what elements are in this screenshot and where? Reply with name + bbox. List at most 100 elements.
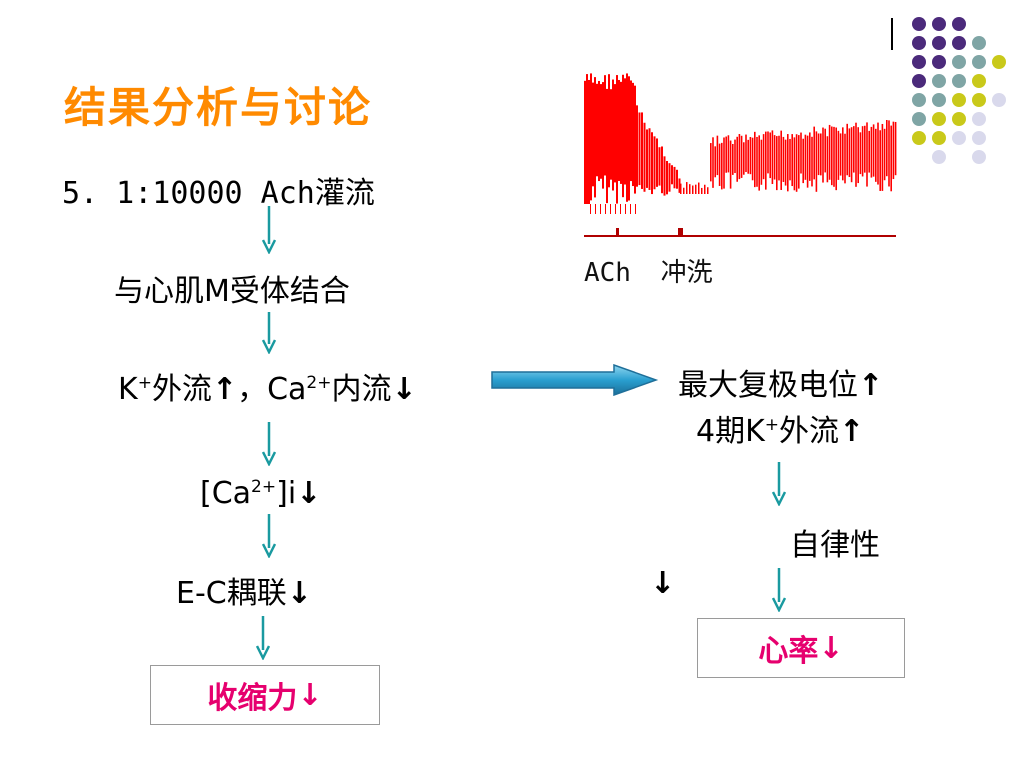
ca-i-open: [Ca xyxy=(200,476,252,511)
trace-bar xyxy=(782,136,785,182)
decorative-dot xyxy=(972,131,986,145)
trace-bar xyxy=(791,134,793,187)
right-automaticity: 自律性 xyxy=(790,528,880,563)
trace-bar xyxy=(875,128,877,182)
trace-bar xyxy=(835,127,837,191)
ec-coupling-label: E-C耦联 xyxy=(176,576,287,611)
trace-bar xyxy=(701,187,703,194)
trace-bar xyxy=(636,105,638,187)
trace-bar xyxy=(727,135,730,173)
trace-bar xyxy=(716,135,719,176)
result-box-contractility: 收缩力↓ xyxy=(150,665,380,725)
trace-bar xyxy=(671,165,673,185)
trace-bars xyxy=(584,73,897,214)
trace-bar xyxy=(872,124,875,177)
decorative-dot xyxy=(932,150,946,164)
trace-bar xyxy=(673,166,676,189)
page-title: 结果分析与讨论 xyxy=(64,83,373,132)
trace-bar xyxy=(630,80,632,182)
down-arrow-icon: ↓ xyxy=(818,630,844,666)
max-repolarization-label: 最大复极电位 xyxy=(678,368,858,403)
trace-bar xyxy=(888,120,890,187)
trace-bar xyxy=(595,204,596,214)
trace-bar xyxy=(795,134,798,192)
trace-bar xyxy=(756,136,758,187)
trace-bar xyxy=(615,204,616,214)
trace-bar xyxy=(622,74,624,198)
trace-bar xyxy=(635,204,636,214)
left-step-ion-flux: K+外流↑，Ca2+内流↓ xyxy=(118,364,417,408)
trace-bar xyxy=(837,130,840,180)
trace-bar xyxy=(689,184,691,194)
trace-bar xyxy=(692,185,694,194)
trace-bar xyxy=(844,133,846,184)
trace-bar xyxy=(848,128,851,178)
trace-bar xyxy=(663,156,666,196)
trace-bar xyxy=(605,204,606,214)
decorative-dot xyxy=(912,131,926,145)
trace-bar xyxy=(811,136,813,187)
decorative-dot xyxy=(952,131,966,145)
ach-marker xyxy=(616,228,619,236)
trace-bar xyxy=(610,204,611,214)
trace-bar xyxy=(806,135,809,188)
ach-marker-label: ACh xyxy=(584,258,631,288)
trace-bar xyxy=(638,112,641,186)
phase4-k-label: 4期K xyxy=(696,414,765,449)
decorative-dot xyxy=(972,36,986,50)
decorative-dot xyxy=(952,17,966,31)
trace-bar xyxy=(658,147,661,186)
contraction-trace xyxy=(584,73,897,237)
result-box-heart-rate: 心率↓ xyxy=(697,618,905,678)
trace-bar xyxy=(769,132,771,179)
up-arrow-icon: ↑ xyxy=(858,368,884,403)
trace-bar xyxy=(704,184,706,194)
trace-bar xyxy=(850,127,853,183)
trace-bar xyxy=(745,134,747,173)
trace-bar xyxy=(718,143,721,186)
corner-divider xyxy=(891,18,893,50)
trace-bar xyxy=(749,137,752,175)
trace-bar xyxy=(714,146,716,178)
trace-bar xyxy=(628,76,630,201)
trace-bar xyxy=(802,138,804,184)
trace-bar xyxy=(890,125,892,192)
decorative-dot xyxy=(972,93,986,107)
trace-bar xyxy=(864,125,866,173)
trace-bar xyxy=(894,121,897,176)
trace-bar xyxy=(698,182,700,194)
trace-bar xyxy=(751,137,754,181)
trace-bar xyxy=(868,130,870,173)
ca-label: ，Ca xyxy=(237,372,307,407)
trace-bar xyxy=(883,128,886,181)
trace-bar xyxy=(610,89,612,180)
trace-bar xyxy=(743,142,745,175)
wash-marker-label: 冲洗 xyxy=(660,258,713,288)
trace-bar xyxy=(680,183,682,194)
decorative-dot xyxy=(932,131,946,145)
trace-bar xyxy=(853,126,855,173)
trace-bar xyxy=(778,135,780,181)
phase4-k-charge: + xyxy=(764,415,780,435)
trace-bar xyxy=(707,187,709,194)
left-arrow-1 xyxy=(262,206,276,254)
trace-bar xyxy=(590,204,591,214)
trace-bar xyxy=(646,129,648,188)
ca-i-charge: 2+ xyxy=(251,477,277,497)
trace-bar xyxy=(624,78,626,185)
trace-bar xyxy=(824,128,826,173)
decorative-dot xyxy=(932,112,946,126)
trace-bar xyxy=(683,187,685,194)
automaticity-down-arrow-icon: ↓ xyxy=(650,566,676,601)
trace-bar xyxy=(767,131,769,174)
trace-bar xyxy=(606,88,608,204)
trace-bar xyxy=(886,120,888,177)
trace-bar xyxy=(648,128,651,190)
k-efflux-label: 外流 xyxy=(151,372,212,407)
trace-bar xyxy=(866,122,868,187)
left-arrow-4 xyxy=(262,514,276,558)
decorative-dot xyxy=(932,74,946,88)
trace-bar xyxy=(712,137,714,188)
trace-bar xyxy=(643,122,646,192)
trace-bar xyxy=(590,73,592,201)
